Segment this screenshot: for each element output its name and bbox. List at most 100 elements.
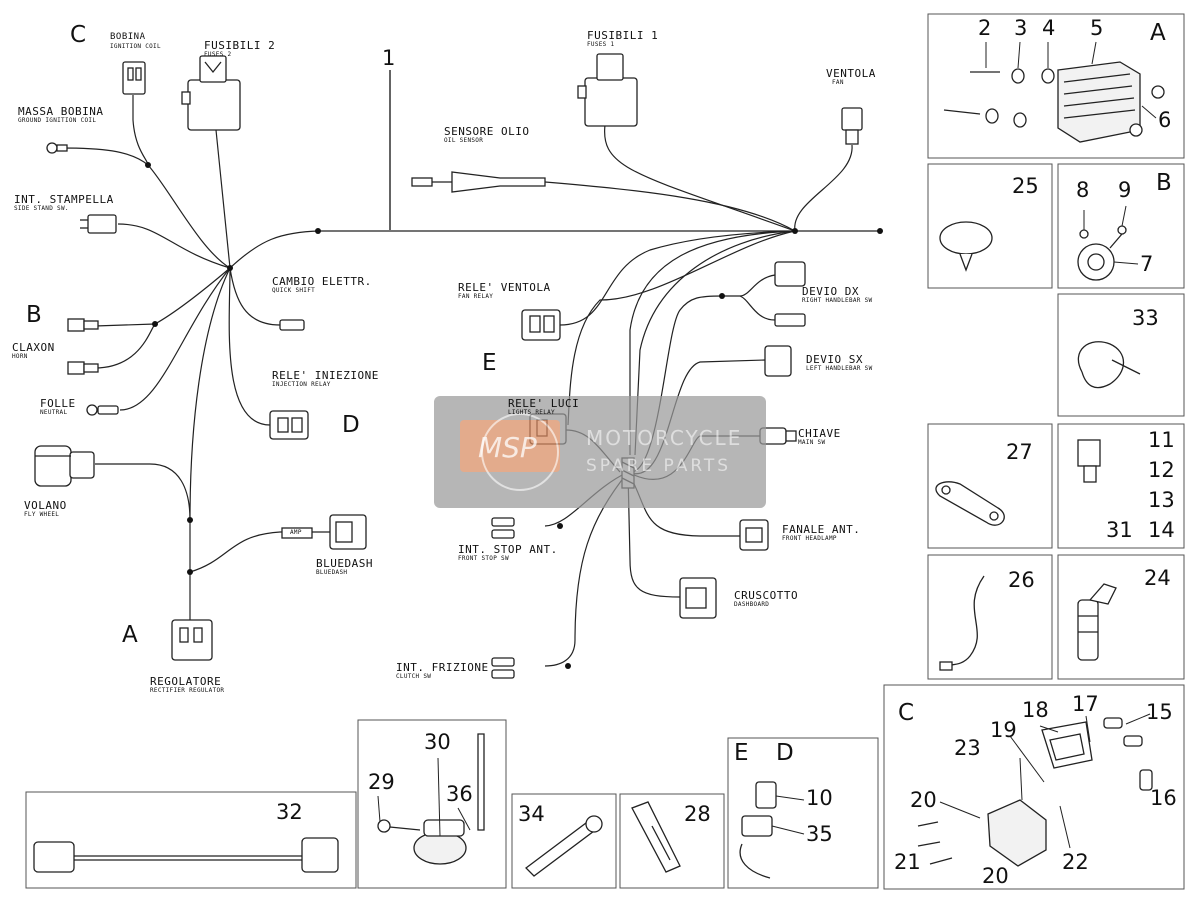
ventola-connector	[841, 107, 863, 145]
devio-sx-sub: LEFT HANDLEBAR SW	[806, 365, 873, 372]
wire-massa	[59, 147, 149, 166]
wire-fusibili1	[604, 124, 796, 232]
ventola-sub: FAN	[832, 79, 844, 86]
rele-luci-sub: LIGHTS RELAY	[508, 409, 555, 416]
wire-ventola	[794, 144, 853, 232]
claxon-sub: HORN	[12, 353, 28, 360]
part-14: 14	[1148, 518, 1175, 542]
part-35: 35	[806, 822, 833, 846]
part-2: 2	[978, 16, 992, 40]
watermark-line2: SPARE PARTS	[586, 456, 732, 476]
fusibili1-box	[577, 53, 638, 127]
watermark-logo: MSP	[478, 431, 537, 464]
part-29: 29	[368, 770, 395, 794]
devio-sx-connector	[764, 345, 792, 377]
wire-rele-ventola	[559, 230, 796, 326]
main-number: 1	[382, 46, 396, 70]
frizione-terminals	[491, 657, 515, 679]
ignition-switch-part	[917, 717, 1153, 867]
wire-volano	[95, 463, 191, 521]
chiave-sub: MAIN SW	[798, 439, 826, 446]
cable-tie-part	[939, 221, 993, 272]
fusibili2-box	[181, 55, 241, 131]
cambio-sub: QUICK SHIFT	[272, 287, 316, 294]
part-28: 28	[684, 802, 711, 826]
rele-iniezione-sub: INJECTION RELAY	[272, 381, 331, 388]
int-stop-terminals	[491, 517, 515, 539]
leader-lines	[377, 41, 1157, 849]
part-24: 24	[1144, 566, 1171, 590]
sensor-30-part	[377, 733, 485, 865]
wire-cruscotto	[627, 471, 681, 598]
plate-part	[935, 481, 1005, 526]
horn-part	[1077, 225, 1127, 281]
folle-sub: NEUTRAL	[40, 409, 68, 416]
rele-iniezione-connector	[269, 410, 309, 440]
regulator-part	[943, 61, 1165, 143]
cruscotto-sub: DASHBOARD	[734, 601, 770, 608]
spark-cap-part	[1077, 583, 1117, 661]
stampella-connector	[80, 214, 117, 234]
section-c-label: C	[70, 22, 87, 48]
part-10: 10	[806, 786, 833, 810]
rele-ventola-connector	[521, 309, 561, 341]
amp-label: AMP	[290, 529, 302, 536]
cambio-connector	[279, 319, 305, 331]
regolatore-connector	[171, 619, 213, 661]
int-frizione-label: INT. FRIZIONE	[396, 661, 489, 674]
devio-dx-connectors	[774, 261, 806, 327]
wire-bluedash	[189, 531, 330, 573]
part-21: 21	[894, 850, 921, 874]
cruscotto-label: CRUSCOTTO	[734, 589, 799, 602]
ventola-label: VENTOLA	[826, 67, 876, 80]
regolatore-label: REGOLATORE	[150, 675, 222, 688]
sensor-cable-part	[939, 575, 985, 671]
part-27: 27	[1006, 440, 1033, 464]
rele-iniezione-label: RELE' INIEZIONE	[272, 369, 379, 382]
part-32: 32	[276, 800, 303, 824]
part-12: 12	[1148, 458, 1175, 482]
devio-sx-label: DEVIO SX	[806, 353, 863, 366]
bobina-connector	[122, 61, 146, 95]
folle-ring	[86, 404, 119, 416]
part-17: 17	[1072, 692, 1099, 716]
regolatore-sub: RECTIFIER REGULATOR	[150, 687, 225, 694]
part-25: 25	[1012, 174, 1039, 198]
massa-ring	[46, 142, 68, 154]
part-31: 31	[1106, 518, 1133, 542]
cruscotto-connector	[679, 577, 717, 619]
part-23: 23	[954, 736, 981, 760]
wire-connector-b	[634, 230, 796, 456]
wire-connector-a	[629, 230, 796, 455]
sensore-olio-label: SENSORE OLIO	[444, 125, 530, 138]
wire-stampella	[117, 223, 231, 269]
box-a-label: A	[1150, 20, 1166, 46]
rele-ventola-label: RELE' VENTOLA	[458, 281, 551, 294]
holder-part	[631, 801, 681, 873]
part-36: 36	[446, 782, 473, 806]
part-9: 9	[1118, 178, 1132, 202]
devio-dx-label: DEVIO DX	[802, 285, 859, 298]
section-e-label: E	[482, 350, 497, 376]
part-33: 33	[1132, 306, 1159, 330]
wire-trunk-down	[189, 267, 231, 620]
watermark-line1: MOTORCYCLE	[586, 426, 743, 450]
watermark	[434, 396, 766, 508]
wire-devio-dx2	[739, 295, 776, 321]
fusibili1-sub: FUSES 1	[587, 41, 615, 48]
harness-32-part	[33, 837, 339, 873]
int-stop-label: INT. STOP ANT.	[458, 543, 558, 556]
int-stop-sub: FRONT STOP SW	[458, 555, 509, 562]
wrench-part	[525, 815, 603, 877]
bluedash-sub: BLUEDASH	[316, 569, 348, 576]
claxon-terminals	[67, 318, 99, 375]
part-7: 7	[1140, 252, 1154, 276]
relay-part	[739, 781, 777, 879]
fanale-label: FANALE ANT.	[782, 523, 861, 536]
part-4: 4	[1042, 16, 1056, 40]
volano-label: VOLANO	[24, 499, 67, 512]
volano-sub: FLY WHEEL	[24, 511, 60, 518]
sensore-olio-probe	[411, 171, 546, 193]
box-b-label: B	[1156, 170, 1172, 196]
